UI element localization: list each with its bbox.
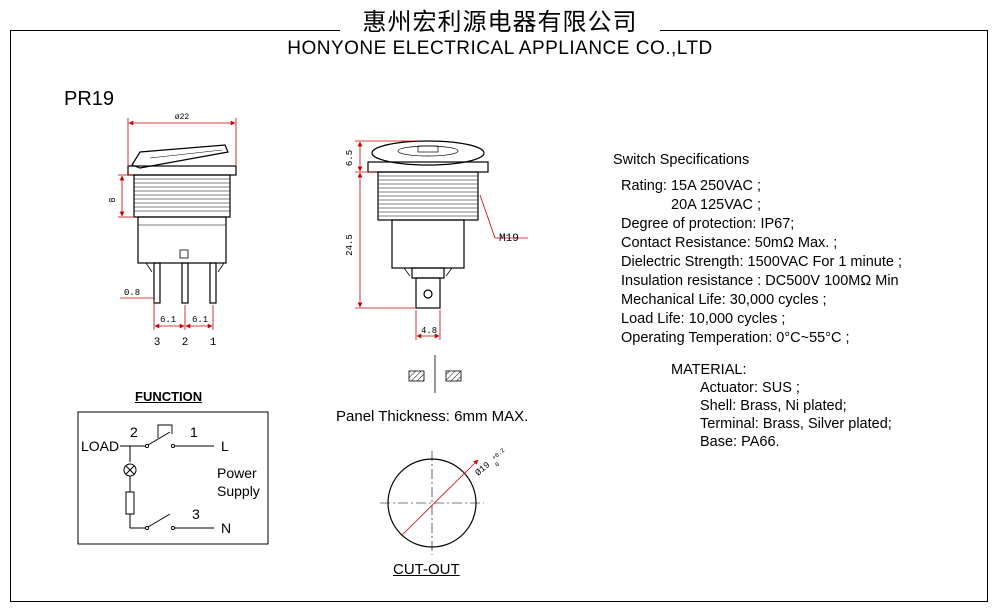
- load-label: LOAD: [81, 438, 120, 454]
- terminal-1-label: 1: [190, 424, 198, 440]
- spec-rating-2: 20A 125VAC ;: [671, 197, 762, 213]
- terminal-3-label: 3: [192, 506, 200, 522]
- dim-pitch-left: 6.1: [160, 315, 176, 325]
- spec-dielectric: Dielectric Strength: 1500VAC For 1 minut…: [621, 254, 902, 270]
- material-terminal: Terminal: Brass, Silver plated;: [700, 416, 892, 432]
- front-view-dimensions: [118, 118, 237, 330]
- function-circuit: [77, 411, 269, 545]
- material-base: Base: PA66.: [700, 434, 780, 450]
- pin-label-1: 1: [210, 337, 217, 349]
- terminal-2-label: 2: [130, 424, 138, 440]
- function-title: FUNCTION: [135, 389, 203, 404]
- dim-height: 8: [108, 197, 118, 202]
- cutout-tolerance-upper: +0.2: [491, 447, 507, 462]
- material-shell: Shell: Brass, Ni plated;: [700, 398, 847, 414]
- spec-contact-resistance: Contact Resistance: 50mΩ Max. ;: [621, 235, 838, 251]
- title-background-en: [265, 32, 735, 38]
- panel-thickness-label: Panel Thickness: 6mm MAX.: [336, 408, 529, 425]
- model-number: PR19: [64, 88, 115, 110]
- spec-temperature: Operating Temperation: 0°C~55°C ;: [621, 330, 850, 346]
- n-label: N: [221, 520, 232, 536]
- cutout-drawing: [380, 451, 484, 555]
- company-name-english: HONYONE ELECTRICAL APPLIANCE CO.,LTD: [287, 38, 713, 59]
- spec-rating: Rating: 15A 250VAC ;: [621, 178, 761, 194]
- front-view: [127, 144, 237, 304]
- dim-thread: M19: [499, 233, 519, 245]
- material-title: MATERIAL:: [671, 362, 747, 378]
- spec-mechanical-life: Mechanical Life: 30,000 cycles ;: [621, 292, 827, 308]
- spec-load-life: Load Life: 10,000 cycles ;: [621, 311, 786, 327]
- side-view: [367, 140, 489, 309]
- side-view-dimensions: [355, 140, 528, 340]
- power-label: Power: [217, 465, 257, 481]
- company-name-chinese: 惠州宏利源电器有限公司: [362, 8, 638, 36]
- specs-title: Switch Specifications: [613, 152, 750, 168]
- cutout-dimension: Ø19: [474, 460, 493, 478]
- dim-terminal: 4.8: [421, 326, 437, 336]
- dim-body: 24.5: [345, 234, 355, 256]
- dim-diameter: ø22: [175, 113, 190, 122]
- dim-top: 6.5: [345, 150, 355, 166]
- dim-pin-width: 0.8: [124, 288, 140, 298]
- pin-label-2: 2: [182, 337, 189, 349]
- supply-label: Supply: [217, 483, 260, 499]
- spec-protection: Degree of protection: IP67;: [621, 216, 795, 232]
- panel-section: [408, 355, 462, 393]
- cutout-tolerance-lower: 0: [494, 461, 502, 469]
- dim-pitch-right: 6.1: [192, 315, 208, 325]
- l-label: L: [221, 438, 229, 454]
- spec-insulation: Insulation resistance : DC500V 100MΩ Min: [621, 273, 899, 289]
- cutout-label: CUT-OUT: [393, 561, 460, 578]
- material-actuator: Actuator: SUS ;: [700, 380, 800, 396]
- pin-label-3: 3: [154, 337, 161, 349]
